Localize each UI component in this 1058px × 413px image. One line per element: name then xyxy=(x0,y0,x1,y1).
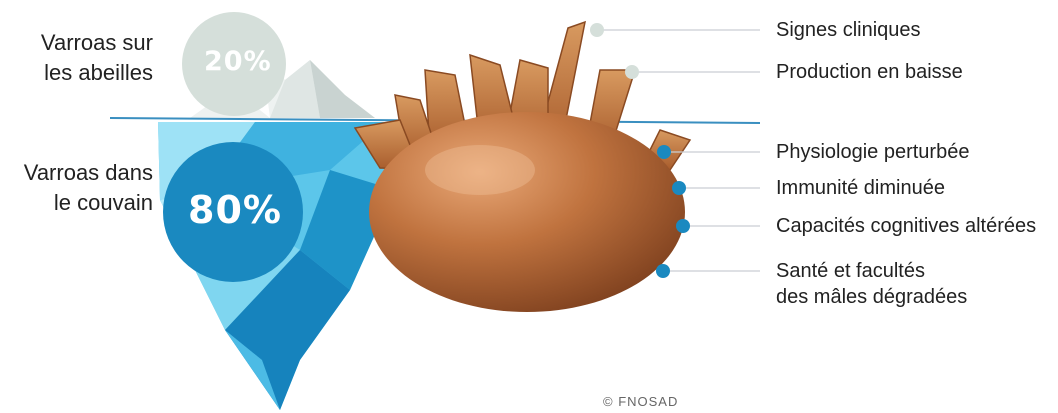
label-line: Santé et facultés xyxy=(776,258,967,284)
marker-immunite xyxy=(672,181,686,195)
effect-immunite-diminuee: Immunité diminuée xyxy=(776,175,945,201)
effect-signes-cliniques: Signes cliniques xyxy=(776,17,921,43)
label-line: les abeilles xyxy=(18,58,153,88)
effect-sante-males: Santé et facultés des mâles dégradées xyxy=(776,258,967,310)
label-varroas-sur-les-abeilles: Varroas sur les abeilles xyxy=(18,28,153,88)
effect-physiologie-perturbee: Physiologie perturbée xyxy=(776,139,969,165)
marker-signes-cliniques xyxy=(590,23,604,37)
varroa-mite-body xyxy=(369,112,685,312)
copyright-credit: © FNOSAD xyxy=(603,394,678,409)
percent-visible: 20% xyxy=(204,46,272,77)
label-line: des mâles dégradées xyxy=(776,284,967,310)
effect-capacites-cognitives: Capacités cognitives altérées xyxy=(776,213,1036,239)
label-line: Varroas dans xyxy=(5,158,153,188)
marker-sante-males xyxy=(656,264,670,278)
label-varroas-dans-le-couvain: Varroas dans le couvain xyxy=(5,158,153,218)
marker-physiologie xyxy=(657,145,671,159)
marker-production xyxy=(625,65,639,79)
marker-capacites xyxy=(676,219,690,233)
effect-production-en-baisse: Production en baisse xyxy=(776,59,963,85)
label-line: le couvain xyxy=(5,188,153,218)
label-line: Varroas sur xyxy=(18,28,153,58)
percent-hidden: 80% xyxy=(188,188,282,232)
